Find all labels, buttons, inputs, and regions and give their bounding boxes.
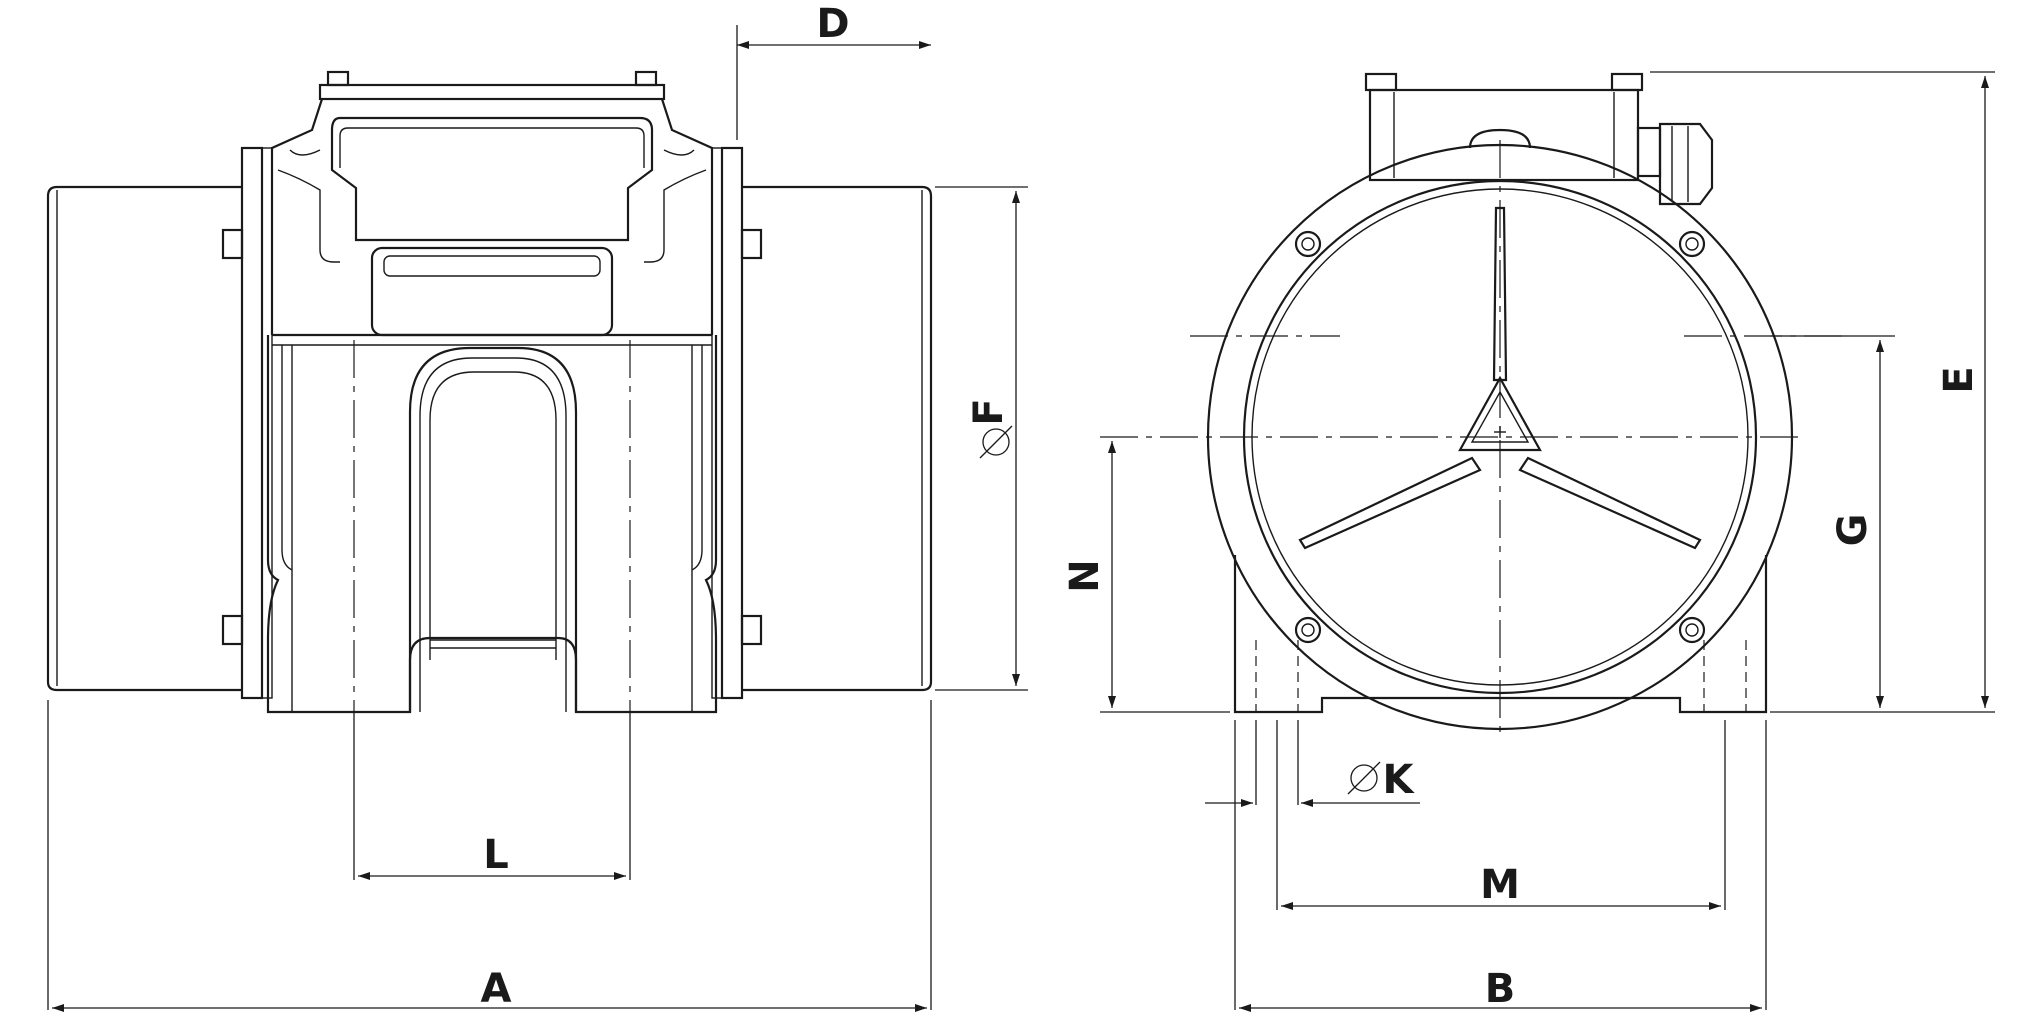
side-view xyxy=(46,70,933,714)
dim-A-label: A xyxy=(481,966,512,1012)
right-end-cap xyxy=(742,185,933,692)
front-view xyxy=(1100,72,1850,734)
dim-N-label: N xyxy=(1062,559,1108,592)
dim-E-label: E xyxy=(1936,366,1982,393)
dim-K-label: K xyxy=(1383,757,1416,803)
dim-F-label: F xyxy=(966,398,1012,425)
cover-tri-arm-mark xyxy=(1298,206,1702,550)
dim-M-label: M xyxy=(1480,862,1520,908)
dim-L-label: L xyxy=(483,832,509,878)
diameter-symbol-icon xyxy=(979,425,1013,459)
motor-body xyxy=(266,333,718,714)
dimensions: A D L B M K F E G N xyxy=(47,1,1995,1012)
terminal-box-side xyxy=(270,70,714,337)
left-flange xyxy=(221,146,273,700)
diameter-symbol-icon xyxy=(1347,761,1381,795)
cover-screws xyxy=(1294,230,1706,644)
dim-G-label: G xyxy=(1830,514,1876,547)
right-flange xyxy=(711,146,763,700)
dim-D-label: D xyxy=(816,1,849,47)
left-end-cap xyxy=(46,185,242,692)
front-feet xyxy=(1233,555,1768,714)
dim-B-label: B xyxy=(1485,966,1516,1012)
